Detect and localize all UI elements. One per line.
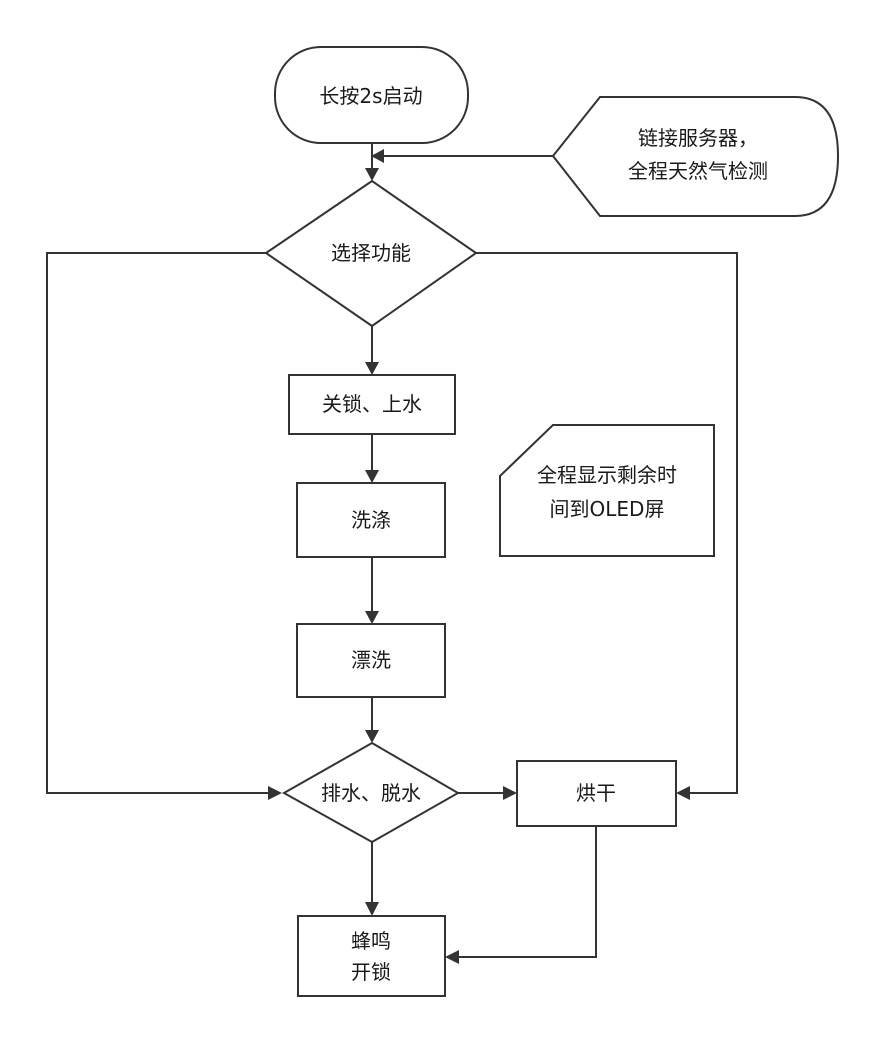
dry-node-shape	[516, 760, 677, 827]
arrowhead	[365, 902, 379, 916]
finish-node-label-line1: 蜂鸣	[351, 929, 391, 953]
display-note-node-shape	[499, 424, 715, 557]
drain-node: 排水、脱水	[281, 741, 461, 844]
network-node-label-line2: 全程天然气检测	[628, 159, 768, 183]
drain-node-shape	[281, 741, 461, 844]
arrowhead	[268, 786, 282, 800]
start-node-label: 长按2s启动	[319, 84, 422, 108]
arrowhead	[676, 786, 690, 800]
arrowhead	[445, 950, 459, 964]
select-node-shape	[264, 179, 478, 328]
finish-node-shape	[297, 915, 446, 997]
finish-node-label-line2: 开锁	[351, 960, 391, 984]
lock-fill-node-shape	[288, 374, 456, 435]
dry-node: 烘干	[516, 760, 677, 827]
start-node-shape	[274, 46, 469, 144]
arrowhead	[365, 470, 379, 483]
dry-node-label: 烘干	[576, 781, 616, 805]
network-node-label-line1: 链接服务器，	[638, 126, 758, 150]
rinse-node-label: 漂洗	[351, 648, 391, 672]
edges	[46, 143, 738, 964]
display-note-node: 全程显示剩余时 间到OLED屏	[499, 424, 715, 557]
rinse-node-shape	[296, 623, 446, 698]
finish-node: 蜂鸣 开锁	[297, 915, 446, 997]
network-node: 链接服务器， 全程天然气检测	[551, 96, 840, 217]
select-node-label: 选择功能	[331, 241, 411, 265]
lock-fill-node-label: 关锁、上水	[322, 392, 422, 416]
arrowhead	[365, 168, 379, 181]
display-note-label-line2: 间到OLED屏	[550, 497, 665, 521]
lock-fill-node: 关锁、上水	[288, 374, 456, 435]
arrowhead	[365, 730, 379, 743]
edge-select-to-dry	[476, 252, 738, 794]
display-note-label-line1: 全程显示剩余时	[537, 463, 677, 487]
arrowhead	[365, 611, 379, 624]
wash-node-shape	[296, 482, 446, 558]
network-node-shape	[551, 96, 840, 217]
edge-select-to-drain	[46, 252, 271, 794]
select-node: 选择功能	[264, 179, 478, 328]
rinse-node: 漂洗	[296, 623, 446, 698]
wash-node-label: 洗涤	[351, 508, 391, 532]
edge-dry-to-finish	[457, 826, 597, 958]
arrowhead	[503, 786, 517, 800]
arrowhead	[365, 362, 379, 375]
drain-node-label: 排水、脱水	[321, 781, 421, 805]
arrowhead	[371, 149, 384, 163]
start-node: 长按2s启动	[274, 46, 469, 144]
wash-node: 洗涤	[296, 482, 446, 558]
